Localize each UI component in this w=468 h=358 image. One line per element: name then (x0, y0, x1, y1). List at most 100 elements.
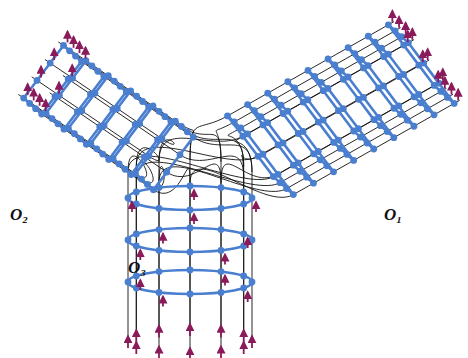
lattice-site (417, 99, 424, 106)
lattice-site (154, 136, 161, 143)
lattice-site (377, 122, 384, 129)
lattice-loop (288, 82, 354, 161)
lattice-site (451, 100, 458, 107)
lattice-site (78, 58, 85, 65)
spin-arrow (58, 82, 60, 93)
guide-line (32, 77, 149, 156)
lattice-site (20, 95, 27, 102)
lattice-site (318, 79, 325, 86)
lattice-site (116, 161, 123, 168)
lattice-site (340, 76, 347, 83)
lattice-site (431, 111, 438, 118)
lattice-site (156, 184, 163, 191)
spin-arrow (158, 346, 160, 358)
lattice-site (370, 146, 377, 153)
lattice-site (378, 45, 385, 52)
lattice-site (133, 285, 140, 292)
lattice-site (74, 108, 81, 115)
lattice-site (224, 113, 231, 120)
lattice-ring (128, 186, 252, 210)
lattice-site (338, 68, 345, 75)
lattice-site (156, 226, 163, 233)
lattice-site (323, 162, 330, 169)
lattice-site (360, 65, 367, 72)
lattice-site (26, 100, 33, 107)
lattice-site (218, 268, 225, 275)
lattice-site (411, 123, 418, 130)
lattice-site (218, 226, 225, 233)
lattice-site (133, 189, 140, 196)
lattice-ring (128, 270, 252, 294)
guide-line (167, 164, 221, 182)
spin-arrow (437, 71, 439, 82)
lattice-site (187, 225, 194, 232)
lattice-site (49, 115, 56, 122)
spin-arrow (45, 100, 47, 111)
guide-line (193, 137, 252, 172)
spin-arrow (189, 348, 191, 358)
spin-arrow (79, 42, 81, 53)
spin-arrow (131, 202, 133, 212)
lattice-site (105, 156, 112, 163)
lattice-site (94, 68, 101, 75)
lattice-site (218, 205, 225, 212)
lattice-site (237, 125, 244, 132)
spin-arrow (193, 214, 195, 224)
lattice-site (251, 107, 258, 114)
lattice-site (218, 184, 225, 191)
spin-arrow (189, 324, 191, 336)
spin-arrow (27, 84, 29, 95)
lattice-site (300, 99, 307, 106)
lattice-site (77, 136, 84, 143)
spin-arrow (135, 330, 137, 342)
lattice-site (411, 93, 418, 100)
lattice-site (96, 123, 103, 130)
spin-arrow (162, 296, 164, 306)
spin-arrow (193, 190, 195, 200)
spin-arrow (247, 292, 249, 302)
lattice-site (66, 47, 73, 54)
guide-line (77, 58, 194, 137)
lattice-site (177, 151, 184, 158)
lattice-site (258, 113, 265, 120)
spin-arrow (407, 31, 409, 42)
spin-arrow (139, 280, 141, 290)
lattice-site (303, 174, 310, 181)
lattice-site (168, 119, 175, 126)
lattice-site (311, 73, 318, 80)
lattice-site (239, 133, 246, 140)
lattice-site (249, 237, 256, 244)
lattice-site (83, 141, 90, 148)
lattice-site (38, 111, 45, 118)
spin-arrow (243, 342, 245, 354)
lattice-site (145, 103, 152, 110)
spin-arrow (442, 69, 444, 80)
spin-arrow (243, 330, 245, 342)
lattice-site (305, 67, 312, 74)
lattice-loop (24, 45, 82, 114)
lattice-site (330, 139, 337, 146)
lattice-loop (248, 105, 314, 184)
lattice-site (350, 157, 357, 164)
lattice-site (144, 181, 151, 188)
lattice-site (331, 62, 338, 69)
lattice-site (244, 101, 251, 108)
lattice-site (284, 78, 291, 85)
lattice-site (271, 96, 278, 103)
lattice-site (240, 189, 247, 196)
lattice-site (395, 73, 402, 80)
lattice-site (295, 130, 302, 137)
lattice-site (249, 195, 256, 202)
lattice-site (187, 183, 194, 190)
lattice-site (156, 247, 163, 254)
lattice-site (240, 243, 247, 250)
lattice-site (255, 153, 262, 160)
spin-arrow (73, 37, 75, 48)
guide-line (63, 76, 180, 155)
lattice-site (391, 105, 398, 112)
guide-line (45, 60, 162, 139)
lattice-site (335, 107, 342, 114)
lattice-site (355, 96, 362, 103)
lattice-site (163, 169, 170, 176)
